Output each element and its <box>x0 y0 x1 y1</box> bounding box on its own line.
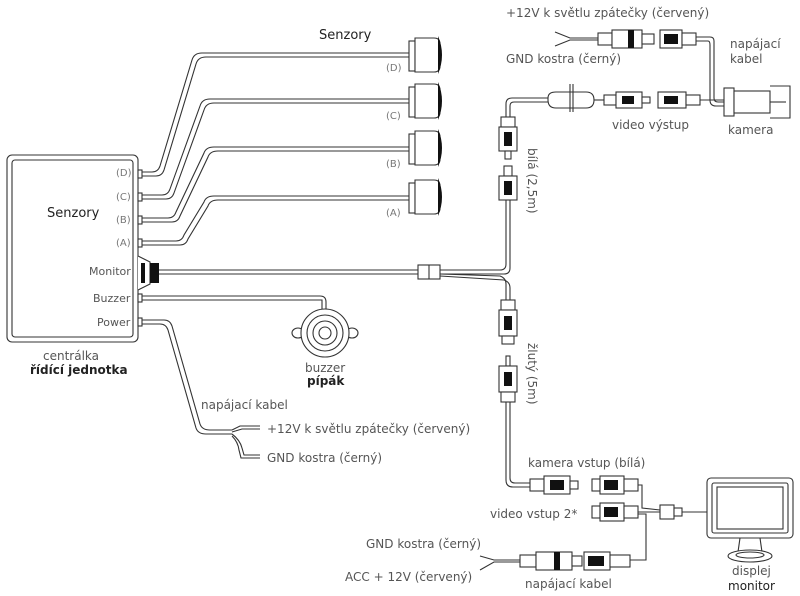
buzzer-cable <box>142 295 327 310</box>
yellow-cable-connectors <box>498 299 530 488</box>
port-label-buzzer: Buzzer <box>93 292 131 305</box>
video-output-label: video výstup <box>612 118 689 132</box>
camera-video-cable <box>547 84 724 112</box>
buzzer-caption-bold: pípák <box>307 374 345 388</box>
control-unit-caption-bold: řídící jednotka <box>30 363 128 377</box>
port-label-a: (A) <box>116 238 131 249</box>
buzzer <box>291 308 359 358</box>
control-unit-caption: centrálka <box>43 349 100 363</box>
unit-power-cable-label: napájací kabel <box>201 398 288 412</box>
port-label-power: Power <box>97 316 131 329</box>
monitor-gnd-wire: GND kostra (černý) <box>366 537 482 551</box>
monitor-power-cable <box>479 551 631 571</box>
port-label-d: (D) <box>116 168 132 179</box>
sensor-c <box>408 82 442 120</box>
port-label-b: (B) <box>116 215 131 226</box>
monitor-input-connectors <box>529 475 708 561</box>
sensors-title: Senzory <box>319 28 372 43</box>
white-cable-connectors <box>498 97 548 201</box>
yellow-cable-label: žlutý (5m) <box>525 343 539 405</box>
sensor-d <box>408 36 442 74</box>
monitor-power-cable-label: napájací kabel <box>525 577 612 591</box>
camera-red-wire: +12V k světlu zpátečky (červený) <box>506 6 710 20</box>
sensor-a <box>408 178 442 216</box>
monitor-caption: displej <box>732 564 771 578</box>
monitor-cable <box>159 200 511 300</box>
sensor-label-b: (B) <box>386 159 401 170</box>
camera <box>723 85 791 119</box>
video-input-2-label: video vstup 2* <box>490 507 578 521</box>
monitor-caption-bold: monitor <box>728 579 775 593</box>
camera-black-wire: GND kostra (černý) <box>506 52 622 66</box>
control-unit-title: Senzory <box>47 206 100 221</box>
camera-power-label-2: kabel <box>730 52 763 66</box>
camera-power-label-1: napájací <box>730 37 781 51</box>
sensor-cables <box>142 52 420 246</box>
sensor-label-d: (D) <box>386 63 402 74</box>
monitor-display <box>706 477 794 563</box>
unit-power-cable <box>142 319 260 459</box>
unit-power-black-wire: GND kostra (černý) <box>267 451 383 465</box>
sensor-label-c: (C) <box>386 111 401 122</box>
port-label-monitor: Monitor <box>89 265 131 278</box>
sensor-b <box>408 129 442 167</box>
buzzer-caption: buzzer <box>305 361 346 375</box>
white-cable-label: bílá (2,5m) <box>525 148 539 214</box>
port-label-c: (C) <box>116 192 131 203</box>
camera-input-label: kamera vstup (bílá) <box>528 456 646 470</box>
camera-power-cable <box>554 29 724 107</box>
sensor-label-a: (A) <box>386 208 401 219</box>
monitor-acc-wire: ACC + 12V (červený) <box>345 570 473 584</box>
camera-caption: kamera <box>728 123 774 137</box>
control-unit <box>6 154 159 343</box>
unit-power-red-wire: +12V k světlu zpátečky (červený) <box>267 422 471 436</box>
